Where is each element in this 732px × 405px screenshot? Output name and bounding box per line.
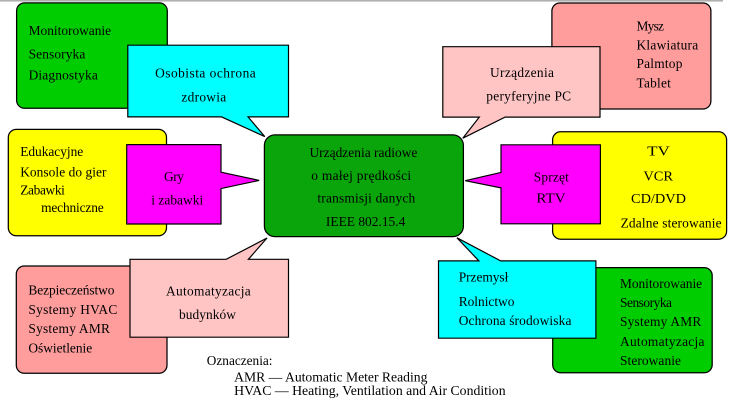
svg-text:Konsole do gier: Konsole do gier [20,164,107,179]
svg-text:HVAC — Heating, Ventilation an: HVAC — Heating, Ventilation and Air Cond… [234,383,506,398]
svg-text:Ochrona środowiska: Ochrona środowiska [459,313,572,328]
svg-text:Sprzęt: Sprzęt [534,169,569,184]
svg-text:Systemy AMR: Systemy AMR [620,314,701,329]
svg-text:Klawiatura: Klawiatura [637,38,699,53]
svg-text:RTV: RTV [536,191,566,206]
svg-text:zdrowia: zdrowia [181,89,226,104]
svg-text:peryferyjne PC: peryferyjne PC [486,89,571,104]
svg-text:Sensoryka: Sensoryka [620,295,672,310]
svg-text:Palmtop: Palmtop [637,56,683,71]
svg-text:mechniczne: mechniczne [41,200,104,215]
svg-text:Monitorowanie: Monitorowanie [620,276,702,291]
svg-text:Zdalne sterowanie: Zdalne sterowanie [621,215,722,230]
svg-text:transmisji danych: transmisji danych [317,191,415,206]
svg-text:Automatyzacja: Automatyzacja [620,334,705,349]
svg-text:Monitorowanie: Monitorowanie [29,23,112,38]
svg-text:Osobista ochrona: Osobista ochrona [155,65,256,80]
svg-text:Zabawki: Zabawki [20,182,65,197]
svg-text:Systemy HVAC: Systemy HVAC [28,302,117,317]
svg-text:VCR: VCR [643,169,673,184]
svg-text:Mysz: Mysz [637,19,665,34]
svg-text:IEEE 802.15.4: IEEE 802.15.4 [326,214,406,229]
svg-text:budynków: budynków [179,307,236,322]
svg-text:AMR — Automatic Meter Reading: AMR — Automatic Meter Reading [234,369,428,384]
svg-text:Sensoryka: Sensoryka [29,46,86,61]
svg-text:o małej prędkości: o małej prędkości [311,168,411,183]
svg-text:Edukacyjne: Edukacyjne [20,144,83,159]
svg-text:Oznaczenia:: Oznaczenia: [207,353,273,368]
svg-text:Systemy AMR: Systemy AMR [28,321,110,336]
svg-text:Urządzenia radiowe: Urządzenia radiowe [309,145,417,160]
svg-text:Bezpieczeństwo: Bezpieczeństwo [28,283,114,298]
svg-text:Diagnostyka: Diagnostyka [29,68,98,83]
svg-text:Urządzenia: Urządzenia [490,65,554,80]
svg-text:TV: TV [647,144,670,159]
svg-text:Przemysł: Przemysł [459,270,509,285]
svg-text:CD/DVD: CD/DVD [631,191,686,206]
svg-text:Automatyzacja: Automatyzacja [166,283,251,298]
svg-text:i zabawki: i zabawki [151,192,203,207]
svg-text:Gry: Gry [164,169,184,184]
svg-text:Tablet: Tablet [637,75,672,90]
svg-text:Sterowanie: Sterowanie [620,353,681,368]
svg-text:Oświetlenie: Oświetlenie [28,341,92,356]
svg-text:Rolnictwo: Rolnictwo [459,294,515,309]
